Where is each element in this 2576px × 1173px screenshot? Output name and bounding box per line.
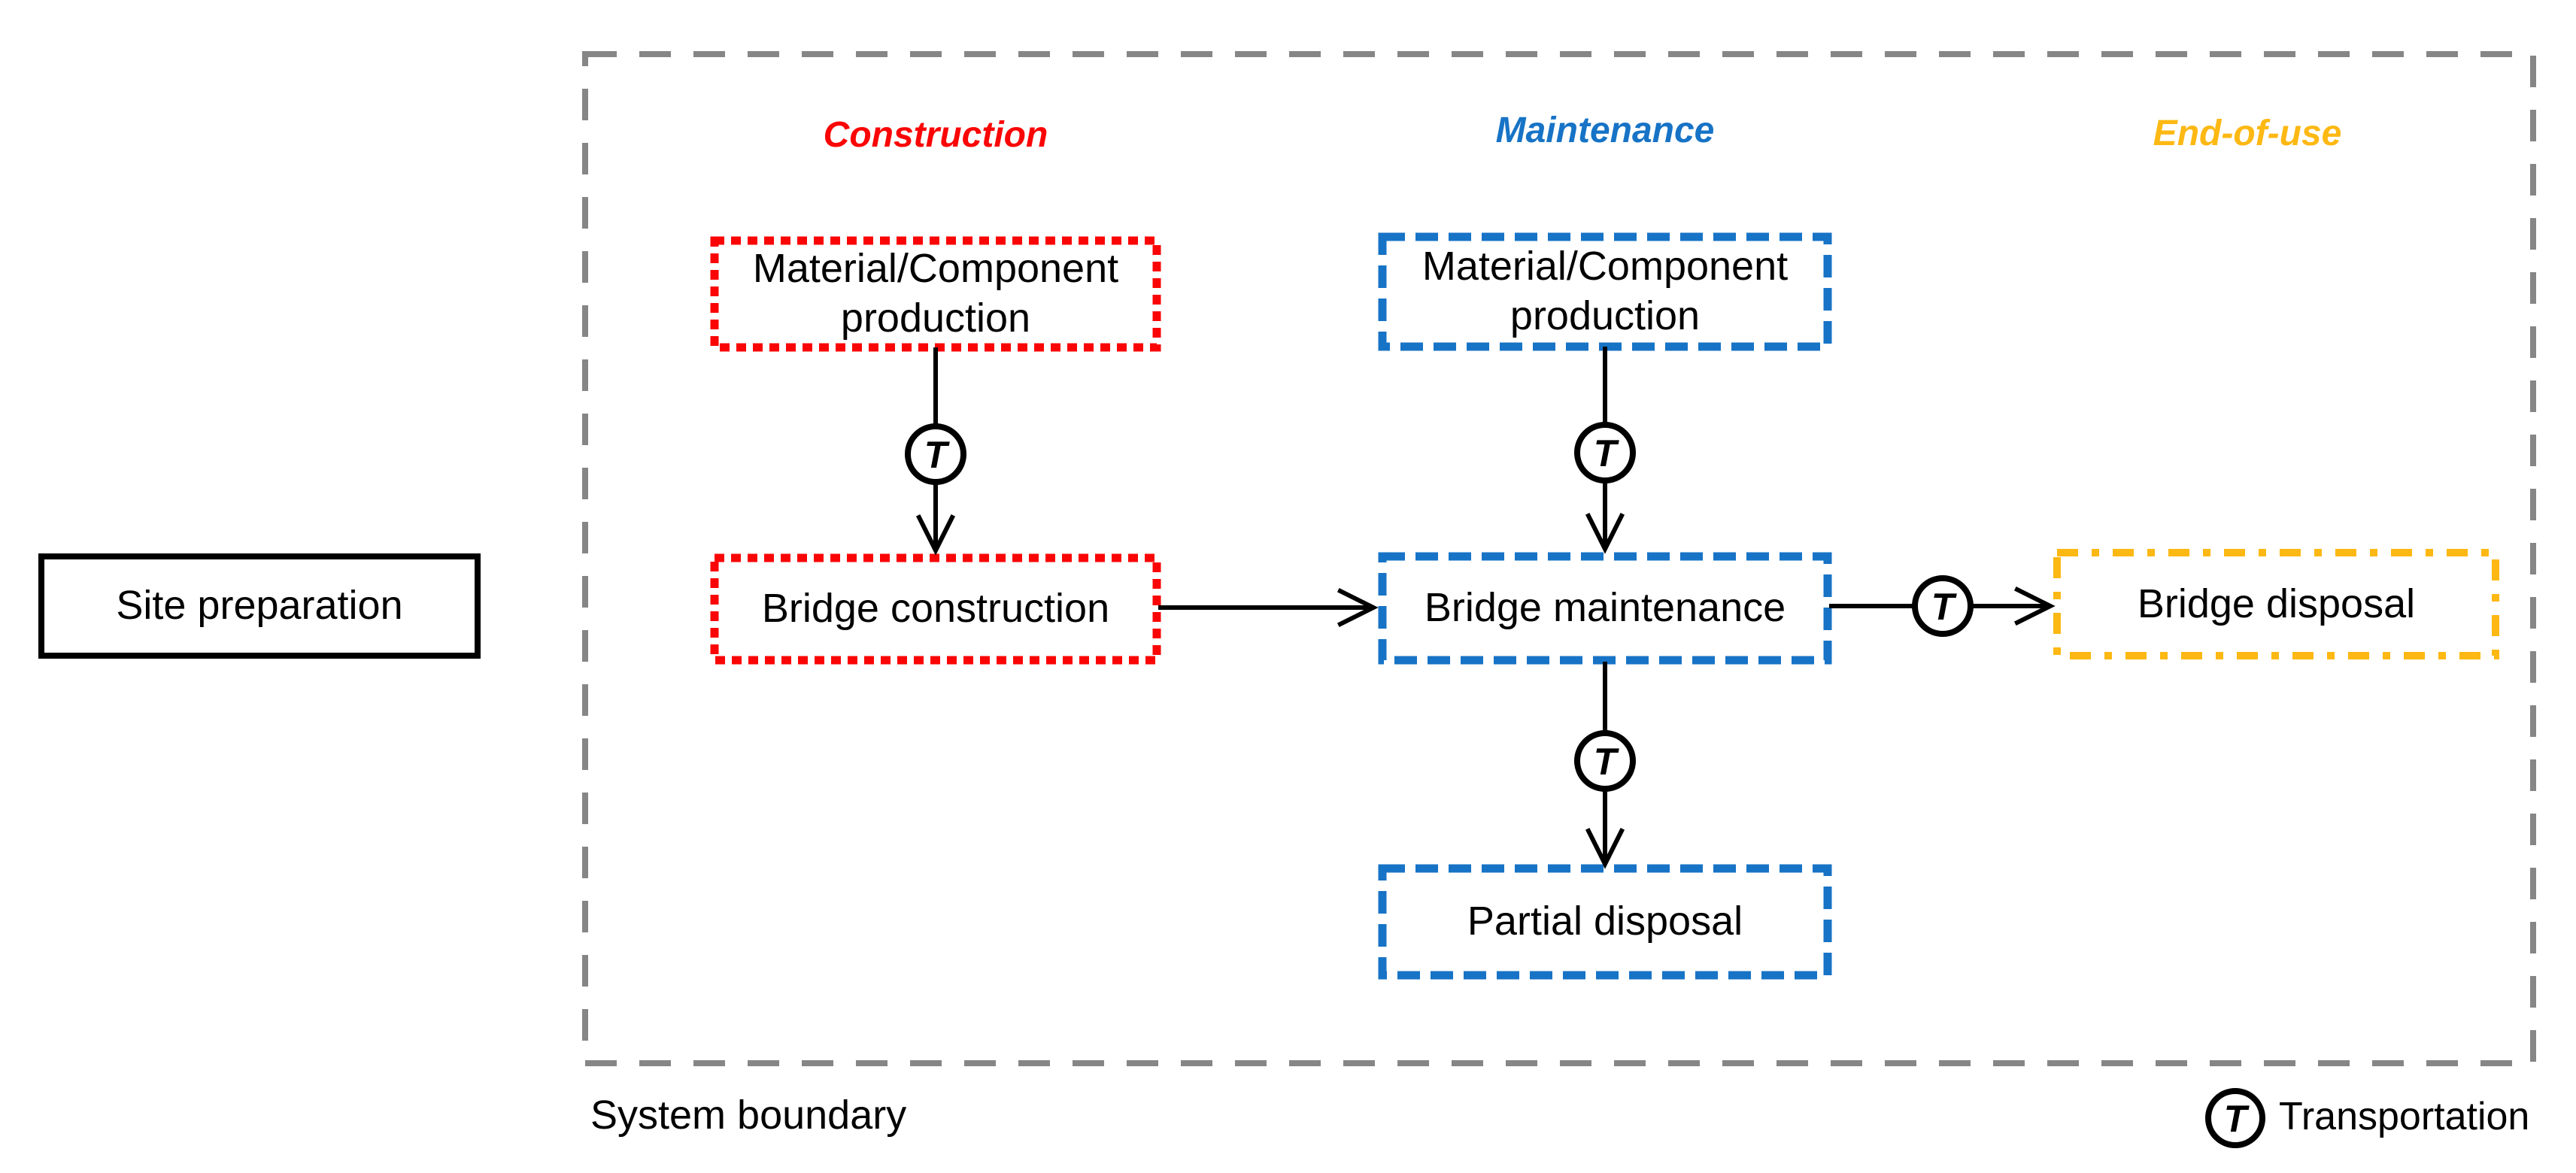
bridge-disposal-label: Bridge disposal bbox=[2137, 580, 2416, 626]
bridge-construction-label: Bridge construction bbox=[761, 586, 1110, 632]
partial-disposal-box bbox=[1378, 864, 1832, 980]
transport-node-construction: T bbox=[905, 423, 966, 485]
phase-header-construction: Construction bbox=[823, 115, 1048, 155]
transport-t-icon: T bbox=[1594, 432, 1620, 474]
system-boundary-label: System boundary bbox=[590, 1093, 907, 1138]
phase-header-end-of-use: End-of-use bbox=[2153, 114, 2342, 153]
system-boundary-rect bbox=[582, 51, 2536, 1066]
transport-node-bridge-disposal: T bbox=[1912, 575, 1974, 637]
legend-transport-node: T bbox=[2205, 1088, 2265, 1148]
transport-t-icon: T bbox=[1594, 741, 1620, 783]
bridge-maintenance-box bbox=[1378, 552, 1832, 665]
bridge-construction-box bbox=[710, 553, 1161, 665]
transport-t-icon: T bbox=[2224, 1098, 2250, 1140]
legend-transportation-label: Transportation bbox=[2279, 1095, 2530, 1138]
construction-material-label: Material/Component production bbox=[752, 246, 1119, 341]
bridge-disposal-box bbox=[2053, 549, 2499, 659]
maintenance-material-label: Material/Component production bbox=[1422, 244, 1789, 338]
transport-t-icon: T bbox=[1931, 586, 1958, 628]
transport-t-icon: T bbox=[924, 434, 951, 476]
partial-disposal-label: Partial disposal bbox=[1467, 899, 1743, 944]
bridge-maintenance-label: Bridge maintenance bbox=[1424, 585, 1786, 631]
site-preparation-label: Site preparation bbox=[116, 583, 403, 629]
phase-header-maintenance: Maintenance bbox=[1495, 111, 1715, 150]
transport-node-maintenance: T bbox=[1574, 422, 1636, 483]
site-preparation-box bbox=[38, 553, 481, 659]
transport-node-partial-disposal: T bbox=[1574, 730, 1636, 792]
